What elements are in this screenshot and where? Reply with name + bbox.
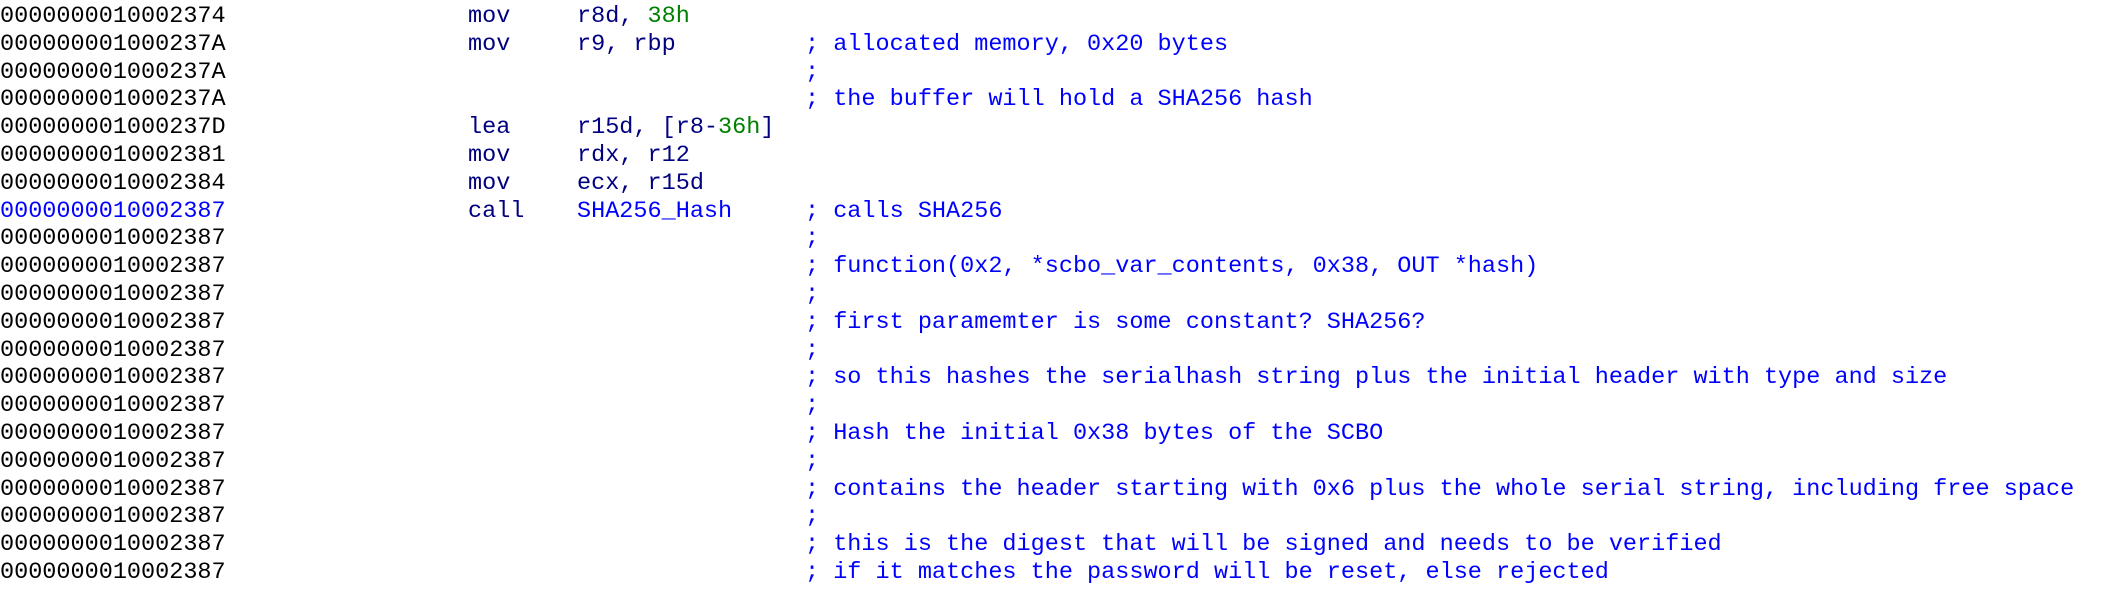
address[interactable]: 0000000010002381: [0, 141, 226, 169]
address[interactable]: 000000001000237A: [0, 58, 226, 86]
address[interactable]: 0000000010002374: [0, 3, 226, 30]
comment: ;: [805, 280, 820, 308]
listing-row[interactable]: 0000000010002387 ; function(0x2, *scbo_va…: [0, 253, 2104, 281]
address[interactable]: 0000000010002387: [0, 531, 226, 559]
comment: ; function(0x2, *scbo_var_contents, 0x38…: [805, 253, 1539, 281]
listing-row[interactable]: 0000000010002381 mov rdx, r12: [0, 142, 2104, 170]
listing-row[interactable]: 000000001000237A;: [0, 59, 2104, 87]
listing-row[interactable]: 0000000010002387 ; first paramemter is so…: [0, 309, 2104, 337]
operands[interactable]: r8d, 38h: [577, 3, 690, 31]
listing-row[interactable]: 0000000010002387 ; Hash the initial 0x38 …: [0, 420, 2104, 448]
mnemonic[interactable]: mov: [468, 141, 511, 169]
listing-row[interactable]: 0000000010002384 mov ecx, r15d: [0, 170, 2104, 198]
operand-text: rdx, r12: [577, 141, 690, 169]
address[interactable]: 0000000010002387: [0, 419, 226, 447]
operands[interactable]: SHA256_Hash: [577, 198, 732, 226]
comment: ;: [805, 58, 820, 86]
address[interactable]: 0000000010002387: [0, 364, 226, 392]
address[interactable]: 0000000010002387: [0, 392, 226, 420]
comment: ; the buffer will hold a SHA256 hash: [805, 86, 1313, 114]
address[interactable]: 0000000010002387: [0, 280, 226, 308]
listing-row[interactable]: 0000000010002387 ; this is the digest tha…: [0, 531, 2104, 559]
address[interactable]: 0000000010002387: [0, 447, 226, 475]
comment: ; calls SHA256: [805, 197, 1003, 225]
mnemonic[interactable]: mov: [468, 3, 511, 30]
operand-text: r15d, [r8-: [577, 114, 719, 142]
listing-row[interactable]: 000000001000237D lea r15d, [r8-36h]: [0, 114, 2104, 142]
mnemonic[interactable]: mov: [468, 169, 511, 197]
operand-text: ecx, r15d: [577, 169, 704, 197]
listing-row[interactable]: 0000000010002387 ; if it matches the pass…: [0, 559, 2104, 587]
comment: ; allocated memory, 0x20 bytes: [805, 30, 1229, 58]
listing-row[interactable]: 000000001000237A mov r9, rbp ; allocated me…: [0, 31, 2104, 59]
listing-row[interactable]: 0000000010002387;: [0, 225, 2104, 253]
address[interactable]: 000000001000237A: [0, 86, 226, 114]
comment: ;: [805, 336, 820, 364]
comment: ;: [805, 225, 820, 253]
immediate-value: 36h: [718, 114, 761, 142]
operand-text: r8d,: [577, 3, 648, 30]
listing-row[interactable]: 0000000010002387 call SHA256_Hash ; calls S…: [0, 198, 2104, 226]
listing-row[interactable]: 0000000010002387 ; contains the header st…: [0, 476, 2104, 504]
listing-row[interactable]: 000000001000237A ; the buffer will hold a…: [0, 86, 2104, 114]
address[interactable]: 0000000010002387: [0, 503, 226, 531]
address[interactable]: 0000000010002387: [0, 225, 226, 253]
address[interactable]: 0000000010002384: [0, 169, 226, 197]
operands[interactable]: ecx, r15d: [577, 170, 704, 198]
comment: ; this is the digest that will be signed…: [805, 531, 1722, 559]
listing-row[interactable]: 0000000010002387;: [0, 337, 2104, 365]
comment: ; so this hashes the serialhash string p…: [805, 364, 1948, 392]
listing-row[interactable]: 0000000010002387 ; so this hashes the ser…: [0, 364, 2104, 392]
comment: ; Hash the initial 0x38 bytes of the SCB…: [805, 419, 1384, 447]
operands[interactable]: r9, rbp: [577, 31, 676, 59]
address[interactable]: 0000000010002387: [0, 308, 226, 336]
operand-text: ]: [760, 114, 775, 142]
comment: ; contains the header starting with 0x6 …: [805, 475, 2075, 503]
address[interactable]: 0000000010002387: [0, 253, 226, 281]
listing-row[interactable]: 0000000010002387;: [0, 281, 2104, 309]
function-name-link[interactable]: SHA256_Hash: [577, 197, 733, 225]
immediate-value: 38h: [647, 3, 690, 30]
listing-row[interactable]: 0000000010002387;: [0, 448, 2104, 476]
address[interactable]: 0000000010002387: [0, 475, 226, 503]
mnemonic[interactable]: mov: [468, 30, 511, 58]
operands[interactable]: r15d, [r8-36h]: [577, 114, 774, 142]
comment: ;: [805, 503, 820, 531]
address[interactable]: 0000000010002387: [0, 197, 226, 225]
operands[interactable]: rdx, r12: [577, 142, 690, 170]
comment: ;: [805, 392, 820, 420]
address[interactable]: 0000000010002387: [0, 336, 226, 364]
listing-row[interactable]: 0000000010002374 mov r8d, 38h: [0, 3, 2104, 31]
comment: ;: [805, 447, 820, 475]
address[interactable]: 0000000010002387: [0, 558, 226, 586]
mnemonic[interactable]: lea: [468, 114, 511, 142]
operand-text: r9, rbp: [577, 30, 676, 58]
address[interactable]: 000000001000237A: [0, 30, 226, 58]
listing-row[interactable]: 0000000010002387;: [0, 503, 2104, 531]
mnemonic[interactable]: call: [468, 197, 525, 225]
listing-row[interactable]: 0000000010002387;: [0, 392, 2104, 420]
comment: ; if it matches the password will be res…: [805, 558, 1609, 586]
comment: ; first paramemter is some constant? SHA…: [805, 308, 1426, 336]
address[interactable]: 000000001000237D: [0, 114, 226, 142]
